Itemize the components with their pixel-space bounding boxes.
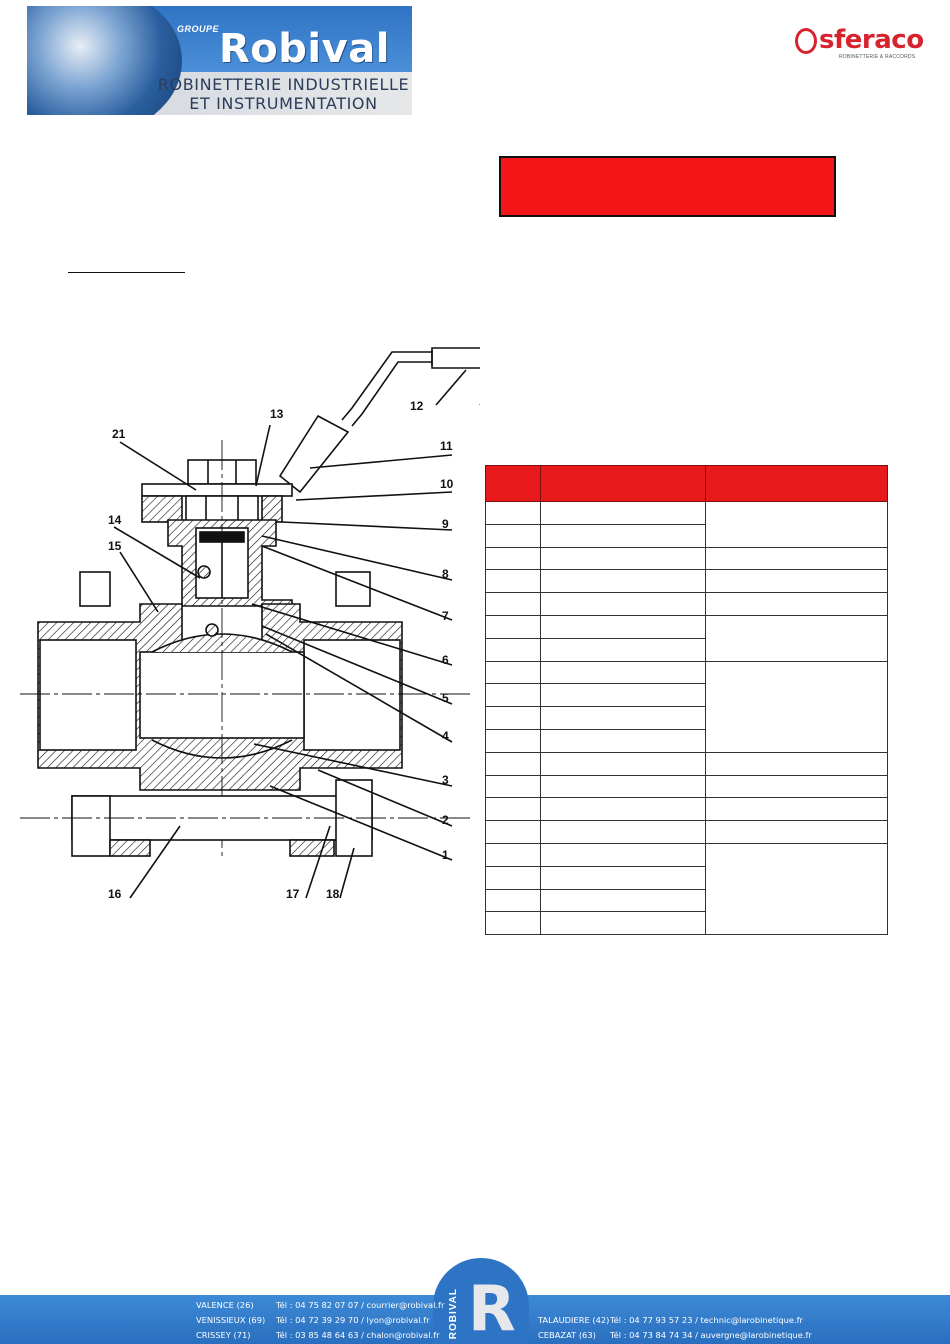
- callout-9: 9: [442, 517, 449, 531]
- contact-talaudiere: TALAUDIERE (42)Tél : 04 77 93 57 23 / te…: [538, 1315, 803, 1325]
- callout-8: 8: [442, 567, 449, 581]
- product-title-box: [499, 156, 836, 217]
- table-row: [485, 592, 888, 616]
- callout-10: 10: [440, 477, 454, 491]
- table-header-cell: [705, 465, 888, 502]
- callout-12: 12: [410, 399, 424, 413]
- callout-15: 15: [108, 539, 122, 553]
- robival-banner-logo: GROUPE Robival ROBINETTERIE INDUSTRIELLE…: [27, 6, 412, 115]
- sferaco-mark-icon: [795, 28, 817, 54]
- footer-r-logo: R: [468, 1272, 516, 1344]
- table-row: [485, 774, 888, 799]
- callout-1: 1: [442, 848, 449, 862]
- banner-photo-disc: [27, 6, 182, 115]
- callout-7: 7: [442, 609, 449, 623]
- callout-16: 16: [108, 887, 122, 901]
- callout-13: 13: [270, 407, 284, 421]
- sferaco-name: sferaco: [819, 25, 924, 55]
- callout-11: 11: [440, 439, 453, 453]
- table-row: [485, 706, 888, 730]
- table-header-row: [485, 465, 888, 502]
- table-row: [485, 797, 888, 822]
- parts-materials-table: [485, 465, 888, 936]
- banner-groupe-text: GROUPE: [177, 24, 220, 34]
- callout-3: 3: [442, 773, 449, 787]
- banner-tagline-1: ROBINETTERIE INDUSTRIELLE: [157, 75, 410, 94]
- table-row: [485, 501, 888, 548]
- table-header-cell: [485, 465, 541, 502]
- contact-venissieux: VENISSIEUX (69)Tél : 04 72 39 29 70 / ly…: [196, 1315, 430, 1325]
- table-row: [485, 569, 888, 594]
- table-row: [485, 865, 888, 890]
- table-row: [485, 888, 888, 913]
- callout-21: 21: [112, 427, 126, 441]
- banner-brand-name: Robival: [219, 26, 390, 72]
- valve-cross-section-drawing: 12 11 10 9 8 7 6 5 4 3 2 1 13 21 14 15 1…: [20, 347, 480, 901]
- table-row: [485, 614, 888, 662]
- table-row: [485, 751, 888, 776]
- table-row: [485, 660, 888, 753]
- callout-4: 4: [442, 729, 449, 743]
- table-header-cell: [539, 465, 707, 502]
- callout-18: 18: [326, 887, 340, 901]
- table-row: [485, 911, 888, 936]
- table-row: [485, 842, 888, 936]
- table-row: [485, 683, 888, 708]
- footer-logo-arch: [433, 1258, 529, 1344]
- callout-2: 2: [442, 813, 449, 827]
- table-row: [485, 546, 888, 571]
- section-heading-underline: [68, 272, 185, 273]
- callout-5: 5: [442, 691, 449, 705]
- table-row: [485, 728, 888, 753]
- table-row: [485, 637, 888, 662]
- callout-17: 17: [286, 887, 300, 901]
- contact-cebazat: CEBAZAT (63)Tél : 04 73 84 74 34 / auver…: [538, 1330, 812, 1340]
- table-row: [485, 820, 888, 844]
- table-row: [485, 523, 888, 548]
- contact-crissey: CRISSEY (71)Tél : 03 85 48 64 63 / chalo…: [196, 1330, 440, 1340]
- sferaco-tagline: ROBINETTERIE & RACCORDS: [839, 54, 916, 60]
- callout-14: 14: [108, 513, 122, 527]
- banner-tagline-2: ET INSTRUMENTATION: [189, 94, 378, 113]
- footer-vertical-brand: ROBIVAL: [448, 1288, 459, 1340]
- callout-6: 6: [442, 653, 449, 667]
- sferaco-logo: sferaco ROBINETTERIE & RACCORDS: [795, 25, 935, 64]
- contact-valence: VALENCE (26)Tél : 04 75 82 07 07 / courr…: [196, 1300, 445, 1310]
- banner-blue-panel: [147, 6, 412, 72]
